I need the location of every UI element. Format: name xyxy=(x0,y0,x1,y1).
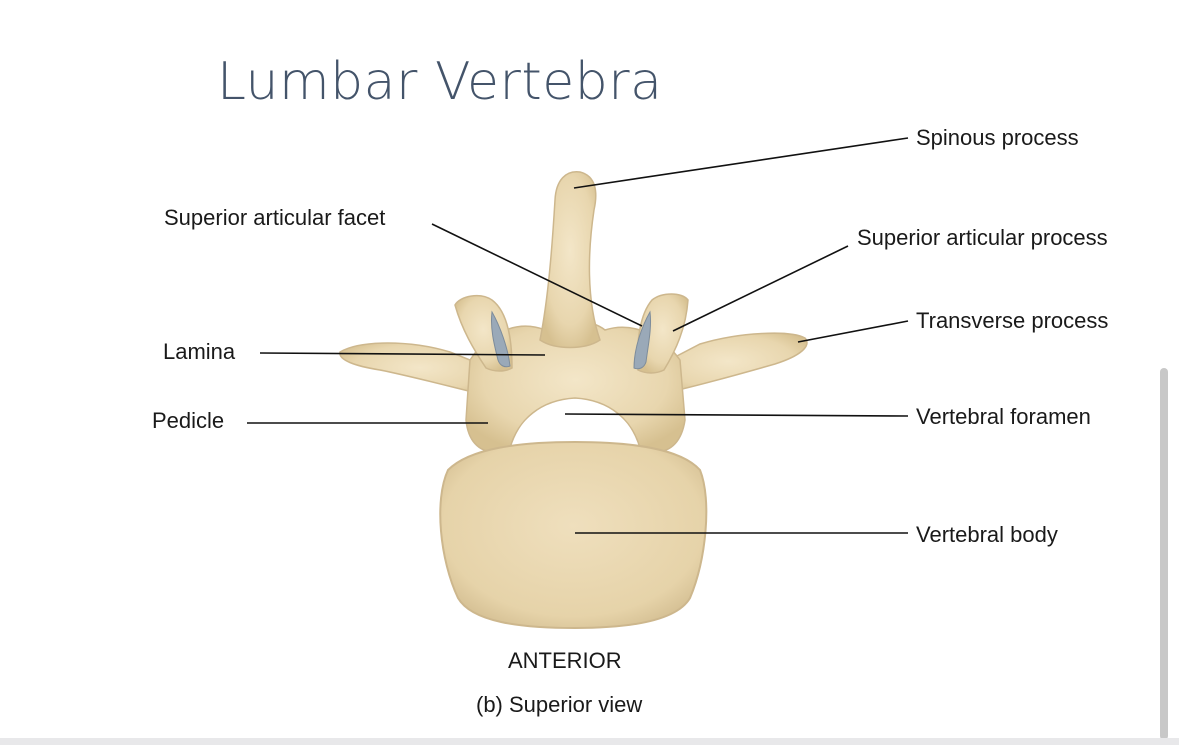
leader-lines xyxy=(247,137,909,534)
lamina-leader xyxy=(259,352,546,356)
label-lamina: Lamina xyxy=(163,339,236,364)
right-articular-facet-shape xyxy=(633,310,651,370)
superior-articular-facet-leader xyxy=(431,223,643,327)
orientation-label: ANTERIOR xyxy=(508,648,622,673)
right-transverse-process-shape xyxy=(649,332,808,397)
label-superior-articular-process: Superior articular process xyxy=(857,225,1108,250)
left-articular-facet-shape xyxy=(491,310,511,368)
slide-title: Lumbar Vertebra xyxy=(217,52,663,112)
label-vertebral-foramen: Vertebral foramen xyxy=(916,404,1091,429)
spinous-process-leader xyxy=(573,137,909,189)
label-spinous-process: Spinous process xyxy=(916,125,1079,150)
label-pedicle: Pedicle xyxy=(152,408,225,433)
label-superior-articular-facet: Superior articular facet xyxy=(164,205,386,230)
bottom-edge-bar xyxy=(0,738,1179,745)
label-transverse-process: Transverse process xyxy=(916,308,1109,333)
superior-articular-process-leader xyxy=(672,245,849,332)
vertebral-body-shape xyxy=(439,440,708,630)
transverse-process-leader xyxy=(797,320,909,343)
vertebral-foramen-leader xyxy=(564,413,909,417)
spinous-process-shape xyxy=(539,171,601,349)
figure-caption: (b) Superior view xyxy=(476,692,643,717)
label-vertebral-body: Vertebral body xyxy=(916,522,1058,547)
vertical-scrollbar[interactable] xyxy=(1160,368,1168,740)
